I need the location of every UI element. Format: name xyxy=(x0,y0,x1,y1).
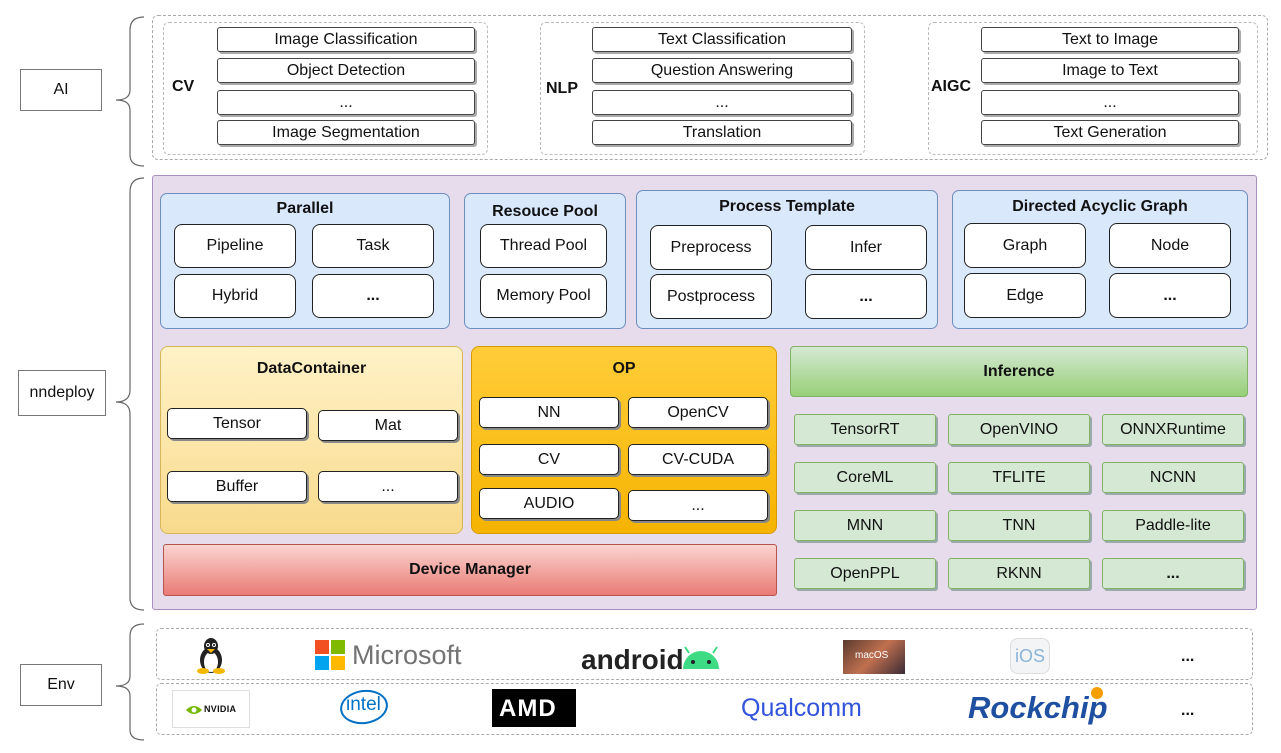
inference-backend: Paddle-lite xyxy=(1102,510,1244,541)
process-template-item: Postprocess xyxy=(650,274,772,319)
rockchip-logo: Rockchip xyxy=(968,690,1108,725)
parallel-title: Parallel xyxy=(276,200,334,217)
parallel-item: Pipeline xyxy=(174,224,296,268)
brace-ai xyxy=(115,16,145,167)
nlp-item: ... xyxy=(592,90,852,115)
amd-logo: AMD xyxy=(492,689,576,727)
env-hw-more: ... xyxy=(1181,702,1195,719)
process-template-title: Process Template xyxy=(719,198,855,215)
inference-header: Inference xyxy=(790,346,1248,397)
op-item: NN xyxy=(479,397,619,428)
nvidia-eye-icon xyxy=(186,706,202,714)
nlp-group xyxy=(540,22,865,155)
cv-item: Image Segmentation xyxy=(217,120,475,145)
cv-item: ... xyxy=(217,90,475,115)
resource-pool-title: Resouce Pool xyxy=(492,203,598,220)
intel-logo: intel xyxy=(346,694,381,715)
layer-braces xyxy=(115,16,145,741)
inference-backend: TNN xyxy=(948,510,1090,541)
op-item: ... xyxy=(628,490,768,521)
process-template-item: ... xyxy=(805,274,927,319)
cv-group xyxy=(163,22,488,155)
inference-backend: TensorRT xyxy=(794,414,936,445)
data-container-item: Buffer xyxy=(167,471,307,502)
op-item: CV xyxy=(479,444,619,475)
android-icon xyxy=(683,646,719,669)
cv-label: CV xyxy=(172,78,195,95)
aigc-item: Text to Image xyxy=(981,27,1239,52)
linux-icon xyxy=(197,638,225,674)
nlp-item: Translation xyxy=(592,120,852,145)
data-container-item: ... xyxy=(318,471,458,502)
inference-backend: RKNN xyxy=(948,558,1090,589)
device-manager: Device Manager xyxy=(163,544,777,596)
parallel-item: Hybrid xyxy=(174,274,296,318)
dag-item: Graph xyxy=(964,223,1086,268)
cv-item: Object Detection xyxy=(217,58,475,83)
nlp-item: Text Classification xyxy=(592,27,852,52)
op-item: OpenCV xyxy=(628,397,768,428)
nlp-label: NLP xyxy=(546,80,578,97)
nvidia-logo: NVIDIA xyxy=(172,690,250,728)
rockchip-dot-icon xyxy=(1091,687,1103,699)
op-item: AUDIO xyxy=(479,488,619,519)
env-os-more: ... xyxy=(1181,648,1195,665)
nlp-item: Question Answering xyxy=(592,58,852,83)
layer-label-nndeploy: nndeploy xyxy=(18,370,106,416)
env-os-row xyxy=(156,628,1253,680)
aigc-group xyxy=(928,22,1258,155)
android-logo: android xyxy=(581,644,684,675)
aigc-label: AIGC xyxy=(931,78,971,95)
dag-item: ... xyxy=(1109,273,1231,318)
process-template-item: Preprocess xyxy=(650,225,772,270)
resource-pool-item: Thread Pool xyxy=(480,224,607,268)
dag-item: Node xyxy=(1109,223,1231,268)
microsoft-icon xyxy=(315,640,345,670)
data-container-title: DataContainer xyxy=(256,360,367,377)
qualcomm-logo: Qualcomm xyxy=(741,694,862,722)
parallel-item: ... xyxy=(312,274,434,318)
aigc-item: Text Generation xyxy=(981,120,1239,145)
brace-env xyxy=(115,623,145,741)
op-title: OP xyxy=(612,360,636,377)
microsoft-logo: Microsoft xyxy=(352,640,462,670)
macos-logo: macOS xyxy=(843,640,905,674)
ai-panel xyxy=(152,15,1268,160)
inference-backend: NCNN xyxy=(1102,462,1244,493)
layer-label-env: Env xyxy=(20,664,102,706)
brace-nndeploy xyxy=(115,177,145,611)
data-container-item: Tensor xyxy=(167,408,307,439)
dag-title: Directed Acyclic Graph xyxy=(1012,198,1188,215)
aigc-item: Image to Text xyxy=(981,58,1239,83)
resource-pool-item: Memory Pool xyxy=(480,274,607,318)
env-hw-row xyxy=(156,683,1253,735)
op-item: CV-CUDA xyxy=(628,444,768,475)
process-template-item: Infer xyxy=(805,225,927,270)
inference-backend: OpenPPL xyxy=(794,558,936,589)
aigc-item: ... xyxy=(981,90,1239,115)
parallel-item: Task xyxy=(312,224,434,268)
inference-backend: CoreML xyxy=(794,462,936,493)
inference-backend: OpenVINO xyxy=(948,414,1090,445)
inference-backend: MNN xyxy=(794,510,936,541)
inference-backend: ONNXRuntime xyxy=(1102,414,1244,445)
ios-logo: iOS xyxy=(1010,638,1050,674)
inference-backend: ... xyxy=(1102,558,1244,589)
cv-item: Image Classification xyxy=(217,27,475,52)
dag-item: Edge xyxy=(964,273,1086,318)
data-container-item: Mat xyxy=(318,410,458,441)
layer-label-ai: AI xyxy=(20,69,102,111)
inference-backend: TFLITE xyxy=(948,462,1090,493)
